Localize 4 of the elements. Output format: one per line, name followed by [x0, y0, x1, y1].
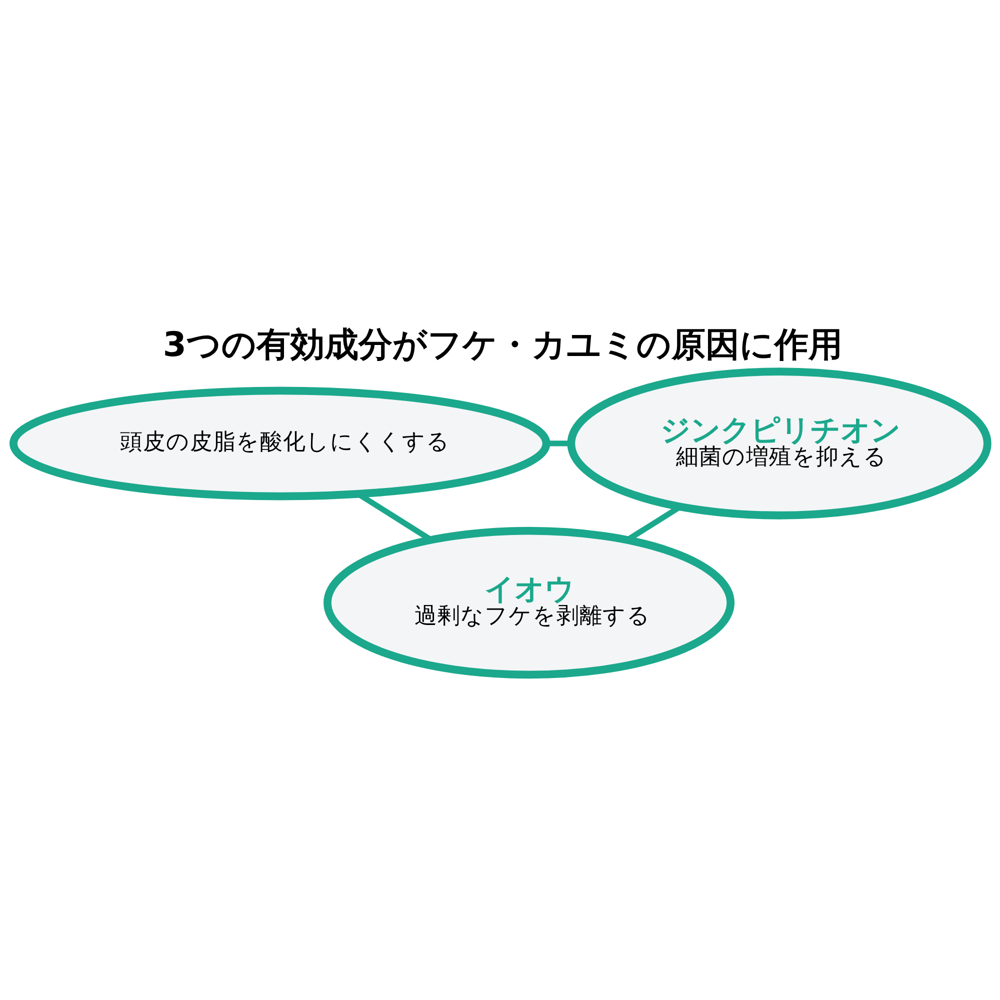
node-ellipse: イオウ 過剰なフケを剥離する: [323, 526, 734, 679]
diagram-title: 3つの有効成分がフケ・カユミの原因に作用: [162, 324, 842, 364]
node-ellipse: ジンクピリチオン 細菌の増殖を抑える: [566, 368, 991, 520]
node-ellipse: 頭皮の皮脂を酸化しにくくする: [9, 386, 550, 500]
